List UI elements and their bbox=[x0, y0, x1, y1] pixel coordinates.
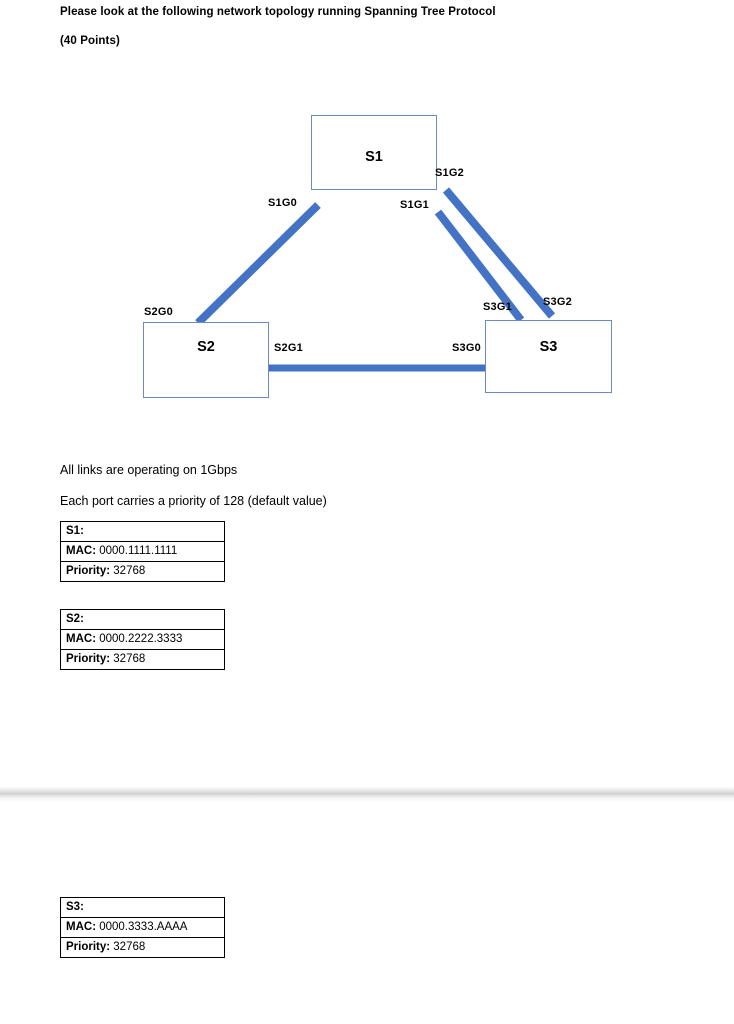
switch-name-value-s1: S1: bbox=[66, 524, 84, 537]
mac-key-s1: MAC: bbox=[66, 544, 97, 557]
page-break-separator bbox=[0, 786, 734, 802]
table-row: MAC: 0000.3333.AAAA bbox=[60, 917, 225, 938]
mac-value-s3: 0000.3333.AAAA bbox=[96, 920, 188, 933]
port-label-s3g2: S3G2 bbox=[543, 296, 572, 308]
table-row: S2: bbox=[60, 609, 225, 630]
table-row: MAC: 0000.2222.3333 bbox=[60, 629, 225, 650]
priority-cell-s2: Priority: 32768 bbox=[60, 649, 225, 670]
switch-info-table-s2: S2: MAC: 0000.2222.3333 Priority: 32768 bbox=[60, 609, 225, 670]
switch-label-s2: S2 bbox=[197, 339, 215, 355]
question-title: Please look at the following network top… bbox=[60, 6, 496, 18]
priority-value-s1: 32768 bbox=[110, 564, 146, 577]
link-s1g1-s3g1 bbox=[434, 209, 525, 323]
priority-key-s2: Priority: bbox=[66, 652, 111, 665]
switch-info-table-s3: S3: MAC: 0000.3333.AAAA Priority: 32768 bbox=[60, 897, 225, 958]
port-label-s1g2: S1G2 bbox=[435, 167, 464, 179]
port-label-s2g1: S2G1 bbox=[274, 342, 303, 354]
port-label-s1g1: S1G1 bbox=[400, 199, 429, 211]
switch-name-value-s3: S3: bbox=[66, 900, 84, 913]
table-row: Priority: 32768 bbox=[60, 937, 225, 958]
link-s1g0-s2g0 bbox=[195, 202, 321, 326]
switch-name-cell-s3: S3: bbox=[60, 897, 225, 918]
table-row: S1: bbox=[60, 521, 225, 542]
priority-key-s3: Priority: bbox=[66, 940, 111, 953]
table-row: MAC: 0000.1111.1111 bbox=[60, 541, 225, 562]
switch-name-value-s2: S2: bbox=[66, 612, 84, 625]
port-label-s3g0: S3G0 bbox=[452, 342, 481, 354]
switch-box-s2: S2 bbox=[143, 322, 269, 398]
switch-label-s1: S1 bbox=[365, 149, 383, 165]
priority-cell-s3: Priority: 32768 bbox=[60, 937, 225, 958]
mac-value-s1: 0000.1111.1111 bbox=[96, 544, 178, 557]
priority-cell-s1: Priority: 32768 bbox=[60, 561, 225, 582]
mac-key-s2: MAC: bbox=[66, 632, 97, 645]
table-row: Priority: 32768 bbox=[60, 561, 225, 582]
network-topology-diagram: S1 S2 S3 S1G0 S1G1 S1G2 S2G0 S2G1 S3G0 S… bbox=[0, 95, 734, 425]
topology-links-svg bbox=[195, 187, 556, 372]
table-row: Priority: 32768 bbox=[60, 649, 225, 670]
switch-box-s1: S1 bbox=[311, 115, 437, 190]
note-link-speed: All links are operating on 1Gbps bbox=[60, 463, 238, 477]
link-s1g2-s3g2 bbox=[442, 187, 556, 319]
port-label-s1g0: S1G0 bbox=[268, 197, 297, 209]
mac-value-s2: 0000.2222.3333 bbox=[96, 632, 183, 645]
switch-name-cell-s1: S1: bbox=[60, 521, 225, 542]
priority-value-s3: 32768 bbox=[110, 940, 146, 953]
switch-box-s3: S3 bbox=[485, 320, 612, 393]
switch-name-cell-s2: S2: bbox=[60, 609, 225, 630]
switch-label-s3: S3 bbox=[539, 339, 558, 355]
priority-key-s1: Priority: bbox=[66, 564, 111, 577]
switch-info-table-s1: S1: MAC: 0000.1111.1111 Priority: 32768 bbox=[60, 521, 225, 582]
mac-cell-s1: MAC: 0000.1111.1111 bbox=[60, 541, 225, 562]
table-row: S3: bbox=[60, 897, 225, 918]
mac-cell-s3: MAC: 0000.3333.AAAA bbox=[60, 917, 225, 938]
note-port-priority: Each port carries a priority of 128 (def… bbox=[60, 494, 327, 508]
mac-cell-s2: MAC: 0000.2222.3333 bbox=[60, 629, 225, 650]
mac-key-s3: MAC: bbox=[66, 920, 97, 933]
port-label-s2g0: S2G0 bbox=[144, 306, 173, 318]
priority-value-s2: 32768 bbox=[110, 652, 146, 665]
question-points: (40 Points) bbox=[60, 35, 120, 47]
port-label-s3g1: S3G1 bbox=[483, 301, 512, 313]
